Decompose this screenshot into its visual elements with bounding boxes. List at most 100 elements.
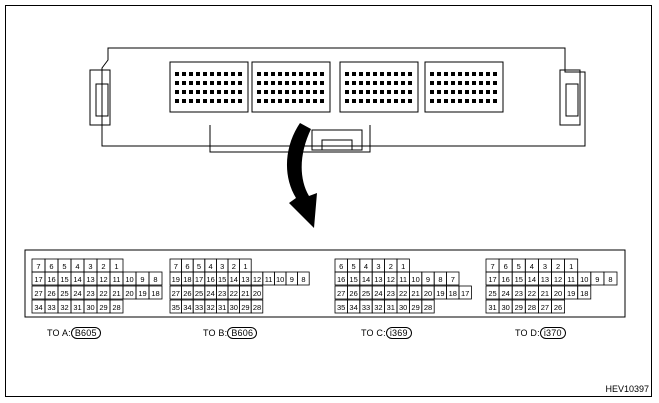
pin-number: 16: [501, 275, 509, 284]
ecu-pin: [479, 90, 483, 94]
ecu-pin: [217, 81, 221, 85]
pin-number: 7: [490, 262, 494, 271]
ecu-pin: [257, 90, 261, 94]
pin-number: 24: [501, 289, 509, 298]
pin-number: 16: [47, 275, 55, 284]
pin-number: 4: [530, 262, 534, 271]
pin-number: 15: [60, 275, 68, 284]
pin-number: 15: [349, 275, 357, 284]
pin-number: 4: [209, 262, 213, 271]
pin-number: 35: [172, 303, 180, 312]
ecu-pin: [238, 81, 242, 85]
pin-number: 30: [230, 303, 238, 312]
ecu-pin: [285, 90, 289, 94]
ecu-pin: [313, 81, 317, 85]
ecu-pin: [366, 99, 370, 103]
ecu-pin: [313, 72, 317, 76]
pin-number: 14: [230, 275, 238, 284]
pin-number: 11: [399, 275, 407, 284]
pin-number: 34: [183, 303, 191, 312]
pin-number: 8: [438, 275, 442, 284]
pin-number: 1: [114, 262, 118, 271]
ecu-pin: [373, 99, 377, 103]
ecu-pin: [366, 90, 370, 94]
ecu-pin: [387, 99, 391, 103]
pin-number: 23: [515, 289, 523, 298]
pin-number: 13: [86, 275, 94, 284]
ecu-pin: [175, 81, 179, 85]
pin-number: 21: [241, 289, 249, 298]
ecu-pin: [493, 81, 497, 85]
pin-cell: [148, 285, 163, 300]
pin-number: 11: [113, 275, 121, 284]
ecu-pin: [479, 72, 483, 76]
pin-number: 26: [554, 303, 562, 312]
pin-number: 3: [376, 262, 380, 271]
ecu-pin: [196, 90, 200, 94]
ecu-pin: [493, 99, 497, 103]
ecu-pin: [345, 99, 349, 103]
pin-number: 2: [389, 262, 393, 271]
ecu-pin: [458, 72, 462, 76]
pin-cell: [250, 299, 264, 314]
pin-number: 12: [99, 275, 107, 284]
pin-number: 3: [88, 262, 92, 271]
pin-number: 12: [387, 275, 395, 284]
ecu-port-block: [339, 61, 419, 113]
ecu-pin: [387, 72, 391, 76]
ecu-pin: [299, 90, 303, 94]
pin-number: 12: [554, 275, 562, 284]
pin-number: 1: [569, 262, 573, 271]
pin-number: 11: [265, 275, 273, 284]
ecu-pin: [437, 90, 441, 94]
pin-number: 30: [86, 303, 94, 312]
pin-number: 2: [101, 262, 105, 271]
ecu-pin: [182, 81, 186, 85]
pin-number: 13: [374, 275, 382, 284]
pin-number: 32: [60, 303, 68, 312]
ecu-pin: [320, 90, 324, 94]
ecu-pin: [352, 99, 356, 103]
ecu-pin: [203, 72, 207, 76]
ecu-pin: [359, 90, 363, 94]
pin-number: 5: [197, 262, 201, 271]
ecu-pin: [299, 99, 303, 103]
ecu-pin: [380, 90, 384, 94]
ecu-pin: [189, 72, 193, 76]
ecu-pin: [401, 99, 405, 103]
ecu-pin: [366, 72, 370, 76]
pin-number: 18: [151, 289, 159, 298]
pin-number: 16: [206, 275, 214, 284]
ecu-pin: [203, 90, 207, 94]
pin-number: 8: [153, 275, 157, 284]
ecu-pin: [472, 99, 476, 103]
ecu-pin: [352, 81, 356, 85]
ecu-pin: [210, 99, 214, 103]
ecu-pin: [394, 72, 398, 76]
ecu-pin: [352, 72, 356, 76]
ecu-pin: [408, 81, 412, 85]
ecu-pin: [292, 90, 296, 94]
ecu-pin: [210, 81, 214, 85]
ecu-pin: [285, 72, 289, 76]
ecu-pin: [292, 72, 296, 76]
ecu-pin: [380, 81, 384, 85]
ecu-pin: [231, 99, 235, 103]
ecu-pin: [380, 72, 384, 76]
pin-number: 6: [185, 262, 189, 271]
pin-number: 1: [401, 262, 405, 271]
ecu-pin: [359, 72, 363, 76]
pin-cell: [148, 271, 163, 286]
ecu-pin: [458, 90, 462, 94]
ecu-pin: [366, 81, 370, 85]
ecu-pin: [408, 72, 412, 76]
pin-cell: [603, 271, 618, 286]
pin-number: 18: [183, 275, 191, 284]
ecu-pin: [292, 81, 296, 85]
ecu-pin: [224, 81, 228, 85]
ecu-pin: [196, 72, 200, 76]
ecu-pin: [472, 90, 476, 94]
connector-label-a: TO A:B605: [47, 327, 101, 339]
ecu-pin: [271, 90, 275, 94]
ecu-module-icon: [89, 47, 586, 153]
